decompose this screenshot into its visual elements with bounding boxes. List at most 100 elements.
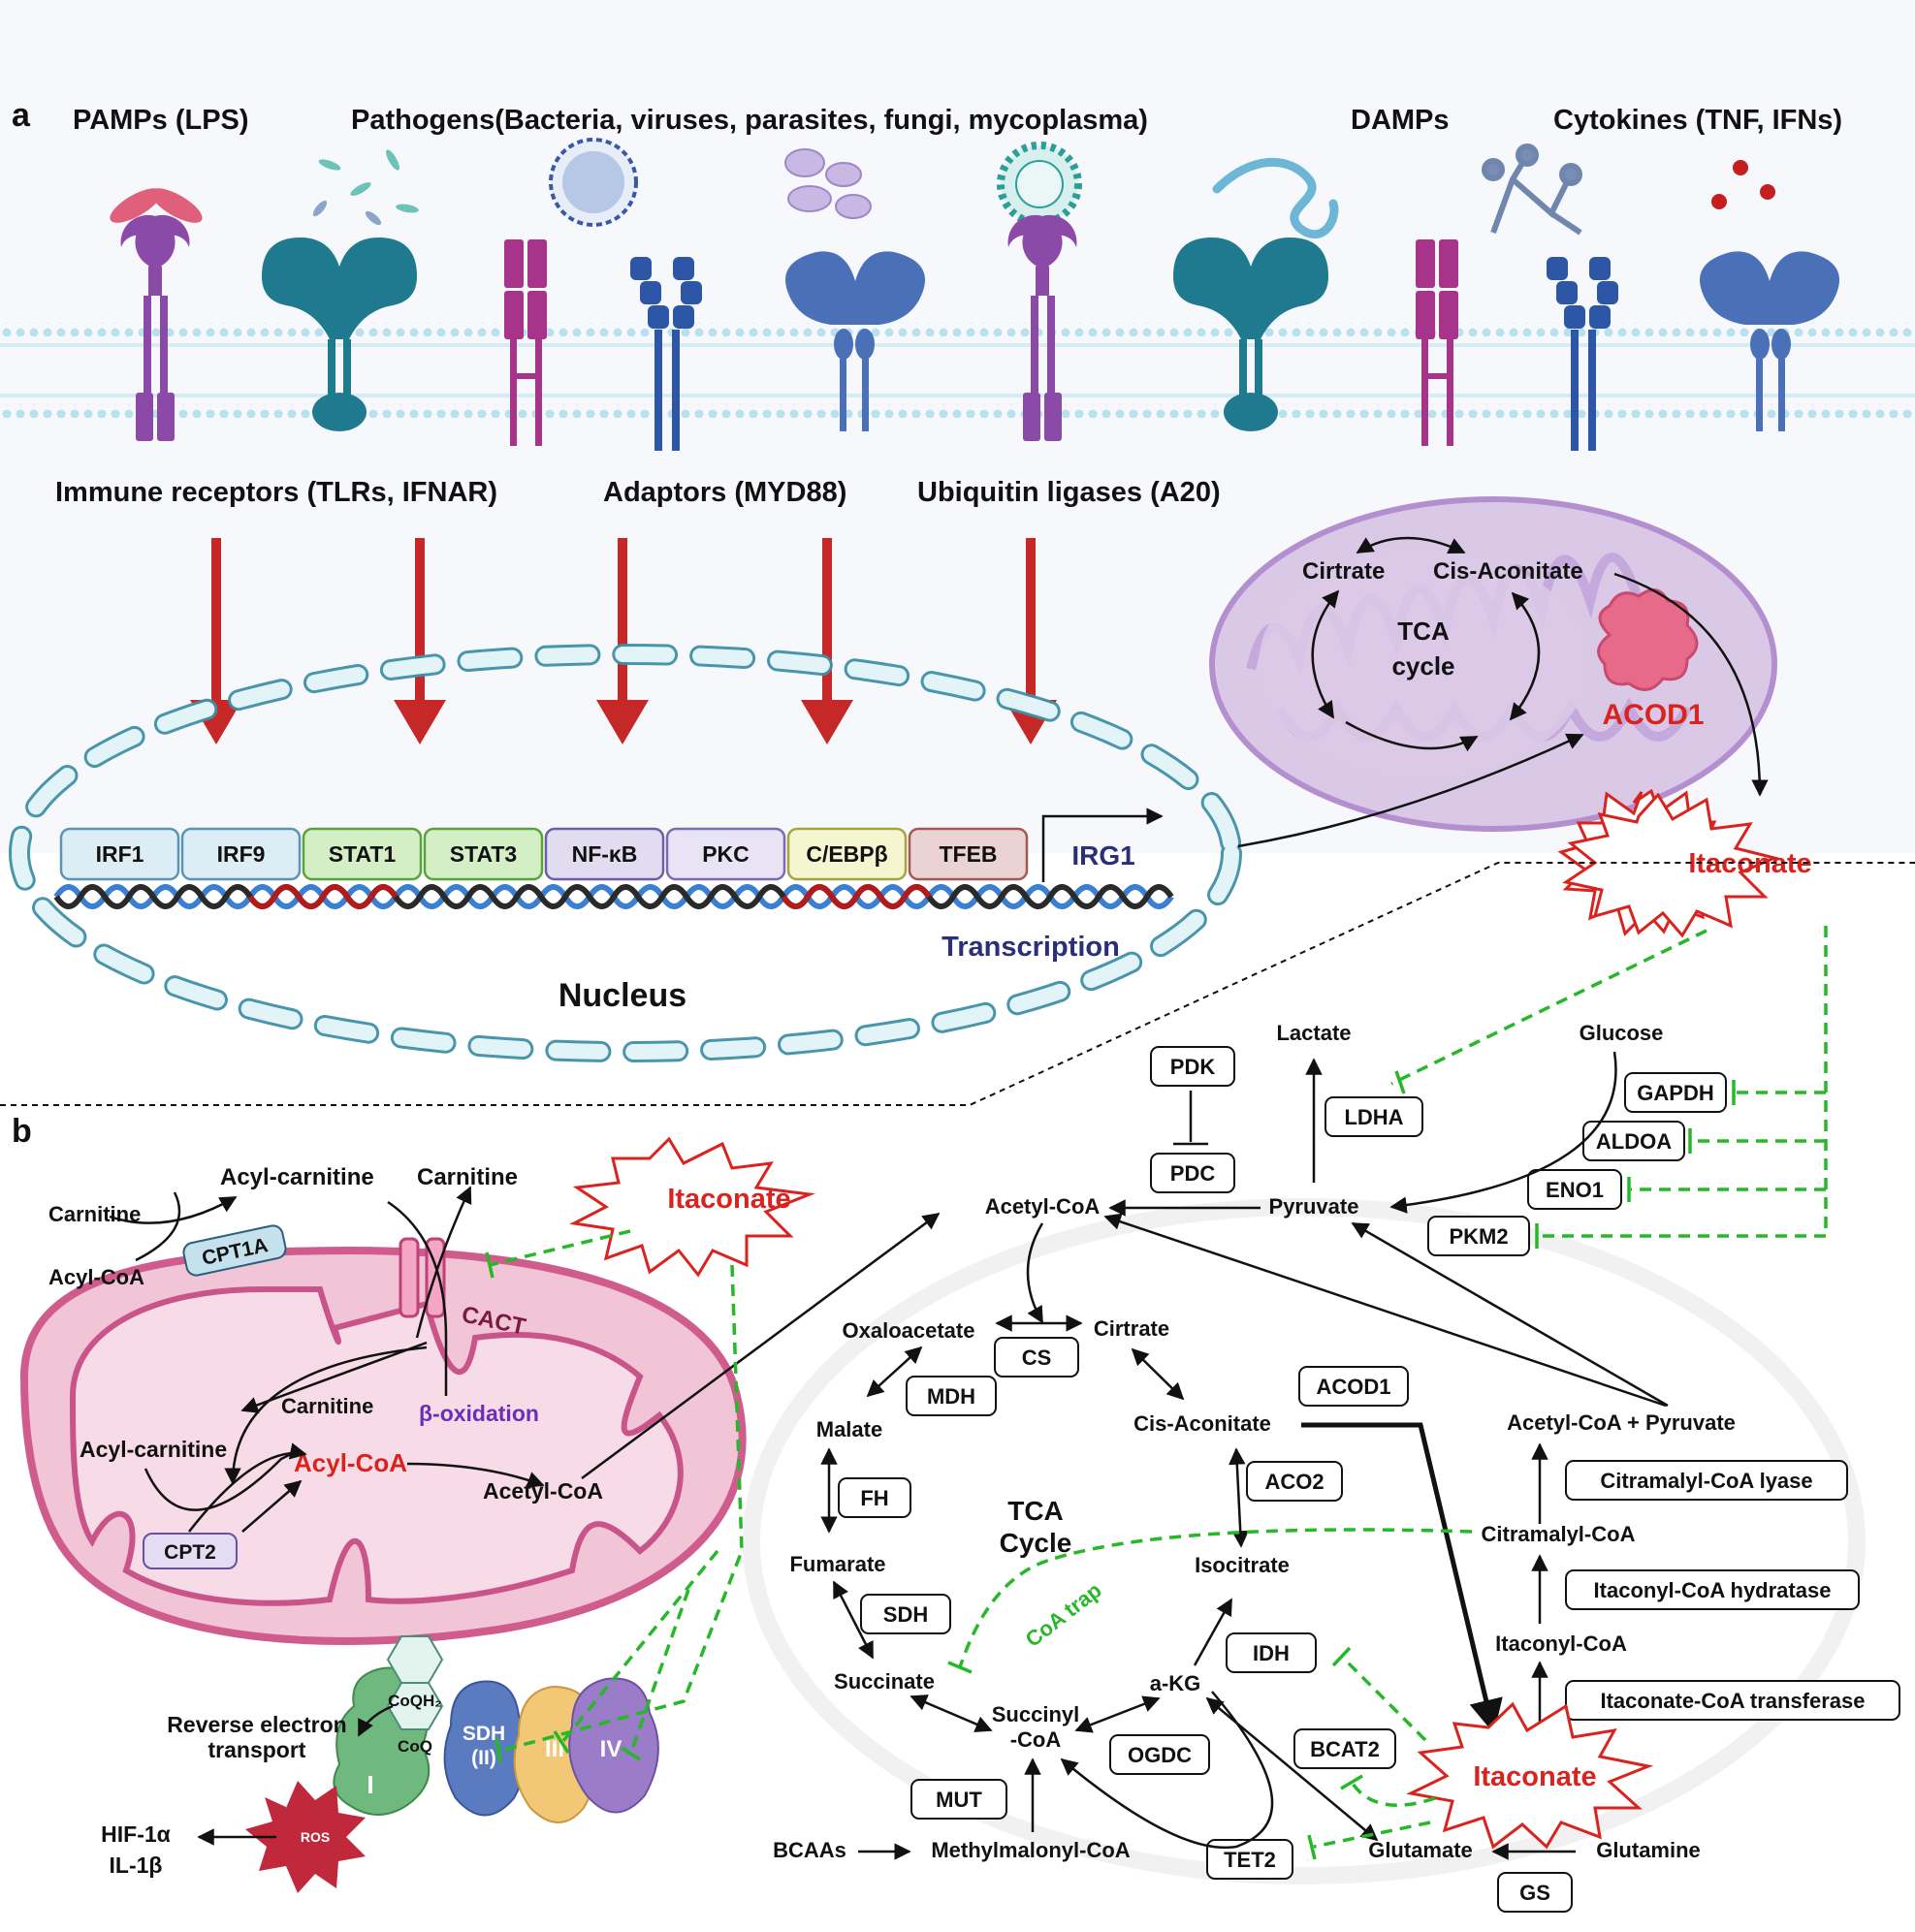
sdh-label: SDH: [883, 1602, 928, 1627]
dna-helix: [53, 884, 1174, 909]
damps-label: DAMPs: [1351, 105, 1450, 136]
fao-acyl-coa-top: Acyl-CoA: [48, 1265, 144, 1289]
coq-cycle-arrow: [357, 1704, 394, 1737]
succinate-label: Succinate: [834, 1669, 935, 1694]
mdh-label: MDH: [927, 1384, 975, 1409]
pdk-box: [1150, 1046, 1235, 1087]
fao-acyl-carnitine-top: Acyl-carnitine: [220, 1164, 374, 1190]
itaconyl-hydratase-label: Itaconyl-CoA hydratase: [1594, 1578, 1832, 1602]
glucose-label: Glucose: [1580, 1021, 1664, 1045]
gs-box: [1497, 1872, 1573, 1913]
adaptors-label: Adaptors (MYD88): [603, 477, 846, 508]
malate-label: Malate: [816, 1417, 882, 1441]
tf-label: IRF9: [217, 841, 266, 867]
fao-carnitine-right: Carnitine: [417, 1164, 518, 1190]
fungi-icon: [1482, 143, 1582, 236]
tf-box: [665, 827, 786, 881]
pdk-label: PDK: [1170, 1055, 1216, 1079]
tf-box: [423, 827, 544, 881]
parasite-icon: [784, 148, 872, 219]
etc-complexes: [245, 1635, 659, 1893]
cs-label: CS: [1022, 1346, 1052, 1370]
methylmalonyl-label: Methylmalonyl-CoA: [931, 1838, 1130, 1862]
complex-i-label: I: [367, 1770, 373, 1799]
tca-a-cis-aconitate: Cis-Aconitate: [1433, 558, 1583, 585]
idh-box: [1226, 1632, 1317, 1673]
citramalyl-lyase-box: [1565, 1460, 1848, 1501]
tca-cycle-arrows-a: [1237, 536, 1769, 848]
ogdc-label: OGDC: [1128, 1743, 1192, 1767]
fao-acyl-carnitine-in: Acyl-carnitine: [80, 1437, 227, 1462]
coronavirus-icon: [997, 142, 1082, 227]
cpt2-label: CPT2: [164, 1541, 216, 1564]
sdh-complex-line1: SDH: [463, 1723, 505, 1745]
acod1-enzyme-icon: [1597, 588, 1699, 691]
irg1-transcription-arrow: [1041, 808, 1164, 882]
cytokine-receptor-icon-2: [1416, 239, 1458, 446]
inhibition-lines: [485, 926, 1828, 1860]
aldoa-label: ALDOA: [1596, 1129, 1672, 1154]
pkm2-label: PKM2: [1449, 1224, 1508, 1249]
tf-label: IRF1: [96, 841, 144, 867]
fao-carnitine-in: Carnitine: [281, 1394, 373, 1418]
hif-label: HIF-1α: [101, 1821, 171, 1847]
succinyl-coa-line2: -CoA: [1010, 1727, 1062, 1752]
cytokine-dots-icon: [1711, 160, 1775, 209]
pamps-label: PAMPs (LPS): [73, 105, 249, 136]
beta-oxidation-label: β-oxidation: [419, 1401, 539, 1426]
tf-label: STAT3: [450, 841, 517, 867]
red-arrow: [596, 538, 649, 744]
itaconate-transferase-box: [1565, 1680, 1900, 1721]
panel-divider: [0, 862, 1915, 1106]
lactate-label: Lactate: [1276, 1021, 1351, 1045]
immune-receptors-label: Immune receptors (TLRs, IFNAR): [55, 477, 497, 508]
complex-iii-label: III: [545, 1736, 564, 1762]
fao-acyl-coa-in: Acyl-CoA: [294, 1448, 407, 1477]
reverse-electron-line1: Reverse electron: [167, 1712, 346, 1737]
ubiquitin-ligases-label: Ubiquitin ligases (A20): [917, 477, 1221, 508]
tf-box: [908, 827, 1029, 881]
coqh2-hexagon-icon: [386, 1635, 444, 1730]
pkm2-box: [1427, 1216, 1530, 1256]
gpcr-receptor-icon-2: [1700, 251, 1839, 431]
tet2-label: TET2: [1224, 1848, 1276, 1872]
acod1-box: [1298, 1366, 1409, 1407]
bcat2-label: BCAT2: [1310, 1737, 1380, 1761]
eno1-box: [1527, 1169, 1622, 1210]
lps-bacteria-icon: [110, 188, 203, 223]
worm-icon: [1212, 157, 1339, 239]
gapdh-label: GAPDH: [1637, 1081, 1713, 1105]
metabolic-arrows: [820, 1051, 1669, 1860]
tf-box: [59, 827, 180, 881]
ldha-box: [1325, 1096, 1423, 1137]
idh-label: IDH: [1253, 1641, 1290, 1665]
coqh2-label: CoQH₂: [388, 1692, 442, 1710]
acod1-label-b: ACOD1: [1316, 1375, 1390, 1399]
nucleus-envelope: [9, 644, 1242, 1062]
reverse-electron-line2: transport: [208, 1737, 306, 1762]
virus-icon: [549, 138, 638, 227]
itaconate-label-tca: Itaconate: [1473, 1761, 1596, 1792]
transcription-label: Transcription: [942, 932, 1120, 963]
acetyl-coa-label: Acetyl-CoA: [985, 1194, 1101, 1219]
bacteria-swarm-icon: [312, 149, 419, 226]
panel-label-a: a: [12, 97, 31, 134]
fh-box: [838, 1477, 911, 1518]
ros-label: ROS: [301, 1829, 330, 1845]
tlr-receptor-icon: [120, 214, 190, 441]
pathogen-icons: [110, 138, 1775, 239]
mut-label: MUT: [936, 1788, 982, 1812]
tf-label: PKC: [702, 841, 750, 867]
irg1-label: IRG1: [1071, 840, 1134, 871]
cis-aconitate-label: Cis-Aconitate: [1133, 1411, 1271, 1436]
pdc-box: [1150, 1153, 1235, 1193]
tf-label: NF-κB: [572, 841, 638, 867]
mitochondrion-panel-a: [1209, 496, 1777, 832]
red-arrow: [394, 538, 446, 744]
sdh-complex-line2: (II): [471, 1747, 496, 1769]
itaconate-burst-tca: [1406, 1701, 1654, 1850]
tca-a-title-line1: TCA: [1397, 617, 1450, 646]
citramalyl-coa-label: Citramalyl-CoA: [1482, 1522, 1636, 1546]
gs-label: GS: [1519, 1881, 1550, 1905]
